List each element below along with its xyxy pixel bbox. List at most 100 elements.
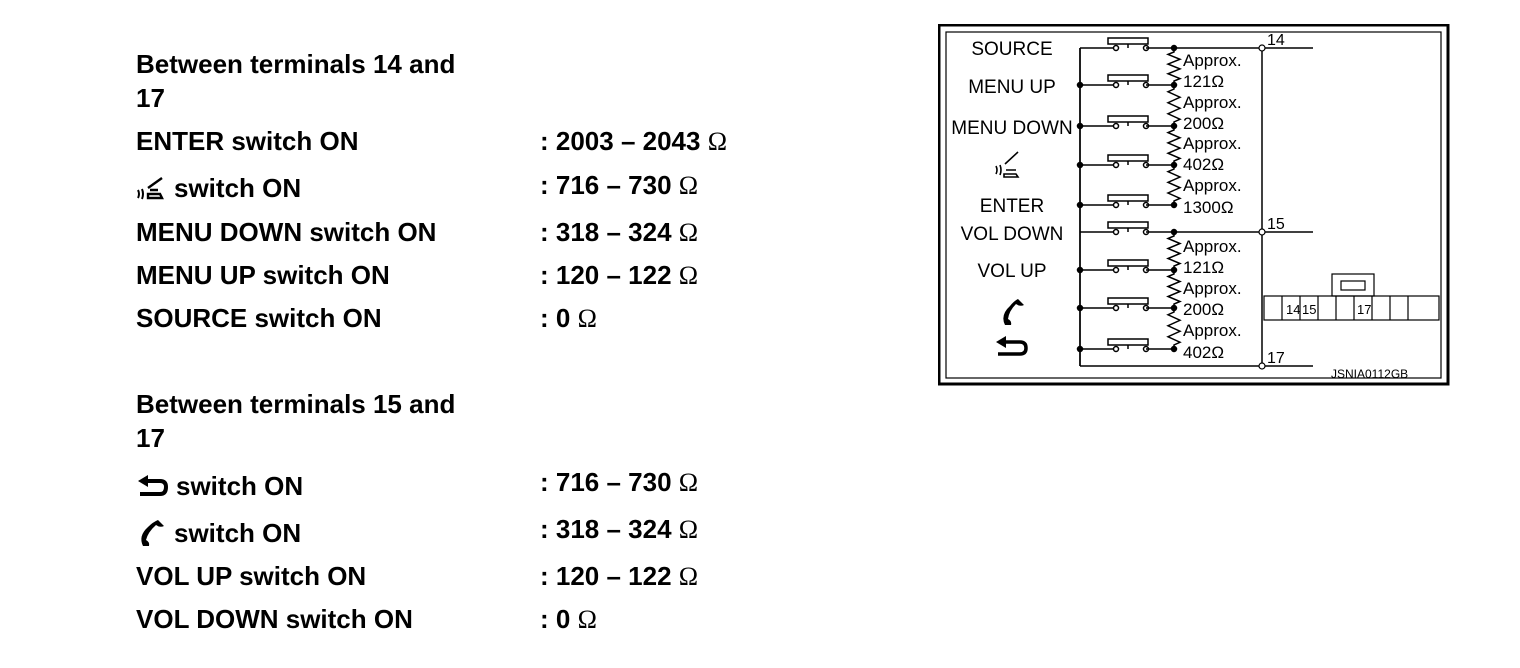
spec-row-back: switch ON xyxy=(136,470,303,506)
terminal-15-label: 15 xyxy=(1267,216,1285,233)
connector xyxy=(1263,273,1440,321)
resistor-value: 121Ω xyxy=(1183,72,1224,91)
spec-value-source: : 0 Ω xyxy=(540,302,597,335)
resistor-label: Approx. xyxy=(1183,51,1242,70)
switch-contact xyxy=(1076,338,1178,353)
ohm-unit: Ω xyxy=(577,605,597,634)
spec-row-phone: switch ON xyxy=(136,517,301,555)
resistor-symbol xyxy=(1166,270,1182,308)
spec-row-voice: switch ON xyxy=(136,172,301,209)
ohm-unit: Ω xyxy=(678,171,699,200)
resistor-value: 200Ω xyxy=(1183,300,1224,319)
spec-row-vol-down: VOL DOWN switch ON xyxy=(136,603,413,635)
spec-label: VOL UP switch ON xyxy=(136,561,367,591)
group1-heading-line1: Between terminals 14 and xyxy=(136,49,456,79)
switch-label-menu-down: MENU DOWN xyxy=(951,118,1072,139)
ohm-unit: Ω xyxy=(678,261,699,290)
resistor-label: Approx. xyxy=(1183,237,1242,256)
circuit-diagram: SOURCE MENU UP MENU DOWN ENTER VOL DOWN … xyxy=(938,24,1450,386)
resistor-symbol xyxy=(1166,308,1182,349)
switch-contact xyxy=(1076,297,1178,312)
spec-row-vol-up: VOL UP switch ON xyxy=(136,560,366,592)
spec-row-source: SOURCE switch ON xyxy=(136,302,382,334)
switch-label-source: SOURCE xyxy=(971,39,1052,60)
spec-value: : 120 – 122 xyxy=(540,561,679,591)
terminal-17-label: 17 xyxy=(1267,350,1285,367)
spec-label: ENTER switch ON xyxy=(136,126,359,156)
spec-value-voice: : 716 – 730 Ω xyxy=(540,169,698,202)
spec-value: : 318 – 324 xyxy=(540,217,679,247)
figure-code: JSNIA0112GB xyxy=(1331,367,1408,381)
diagram-phone-icon xyxy=(1003,299,1024,325)
spec-row-menu-down: MENU DOWN switch ON xyxy=(136,216,436,248)
switch-label-enter: ENTER xyxy=(980,196,1044,217)
resistor-label: Approx. xyxy=(1183,321,1242,340)
ohm-unit: Ω xyxy=(678,218,699,247)
spec-value: : 0 xyxy=(540,303,578,333)
spec-value: : 2003 – 2043 xyxy=(540,126,708,156)
resistor-label: Approx. xyxy=(1183,134,1242,153)
spec-row-enter: ENTER switch ON xyxy=(136,125,358,157)
diagram-voice-icon xyxy=(995,151,1020,178)
spec-value-enter: : 2003 – 2043 Ω xyxy=(540,125,727,158)
switch-contact xyxy=(1076,259,1178,274)
resistor-label: Approx. xyxy=(1183,279,1242,298)
switch-label-vol-down: VOL DOWN xyxy=(961,224,1064,245)
spec-label: switch ON xyxy=(174,518,302,548)
spec-label: switch ON xyxy=(174,173,302,203)
switch-contact xyxy=(1080,37,1178,52)
spec-label: switch ON xyxy=(176,471,304,501)
resistor-symbol xyxy=(1166,126,1182,165)
resistor-value: 1300Ω xyxy=(1183,198,1234,217)
spec-value-menu-up: : 120 – 122 Ω xyxy=(540,259,698,292)
resistor-value: 402Ω xyxy=(1183,155,1224,174)
connector-pin-15: 15 xyxy=(1302,302,1316,317)
connector-pin-17: 17 xyxy=(1357,302,1371,317)
resistor-label: Approx. xyxy=(1183,176,1242,195)
spec-value: : 716 – 730 xyxy=(540,170,679,200)
ohm-unit: Ω xyxy=(678,562,699,591)
resistor-label: Approx. xyxy=(1183,93,1242,112)
connector-pin-14: 14 xyxy=(1286,302,1300,317)
diagram-back-icon xyxy=(996,336,1028,356)
switch-contact xyxy=(1076,115,1178,130)
ohm-unit: Ω xyxy=(678,468,699,497)
resistor-symbol xyxy=(1166,232,1182,270)
resistor-symbol xyxy=(1166,85,1182,126)
spec-label: MENU UP switch ON xyxy=(136,260,390,290)
spec-value-back: : 716 – 730 Ω xyxy=(540,466,698,499)
group1-heading-line2: 17 xyxy=(136,83,165,113)
spec-value-menu-down: : 318 – 324 Ω xyxy=(540,216,698,249)
switch-label-menu-up: MENU UP xyxy=(968,77,1056,98)
group1-heading: Between terminals 14 and 17 xyxy=(136,47,455,115)
resistor-value: 200Ω xyxy=(1183,114,1224,133)
terminal-14-label: 14 xyxy=(1267,32,1285,49)
back-arrow-icon xyxy=(138,475,168,496)
switch-label-vol-up: VOL UP xyxy=(978,261,1047,282)
spec-value: : 716 – 730 xyxy=(540,467,679,497)
resistor-value: 121Ω xyxy=(1183,258,1224,277)
spec-row-menu-up: MENU UP switch ON xyxy=(136,259,390,291)
spec-label: MENU DOWN switch ON xyxy=(136,217,437,247)
resistor-symbol xyxy=(1165,48,1183,85)
ohm-unit: Ω xyxy=(678,515,699,544)
group2-heading-line1: Between terminals 15 and xyxy=(136,389,456,419)
spec-value-phone: : 318 – 324 Ω xyxy=(540,513,698,546)
resistor-value: 402Ω xyxy=(1183,343,1224,362)
voice-icon xyxy=(137,177,164,200)
spec-value-vol-up: : 120 – 122 Ω xyxy=(540,560,698,593)
switch-contact xyxy=(1076,154,1178,169)
ohm-unit: Ω xyxy=(577,304,597,333)
switch-contact xyxy=(1076,74,1178,89)
group2-heading-line2: 17 xyxy=(136,423,165,453)
resistor-symbol xyxy=(1166,165,1182,205)
switch-contact xyxy=(1080,221,1178,236)
switch-contact xyxy=(1076,194,1178,209)
spec-value: : 120 – 122 xyxy=(540,260,679,290)
spec-value-vol-down: : 0 Ω xyxy=(540,603,597,636)
spec-value: : 0 xyxy=(540,604,578,634)
spec-label: SOURCE switch ON xyxy=(136,303,382,333)
phone-icon xyxy=(141,520,164,546)
spec-value: : 318 – 324 xyxy=(540,514,679,544)
group2-heading: Between terminals 15 and 17 xyxy=(136,387,455,455)
